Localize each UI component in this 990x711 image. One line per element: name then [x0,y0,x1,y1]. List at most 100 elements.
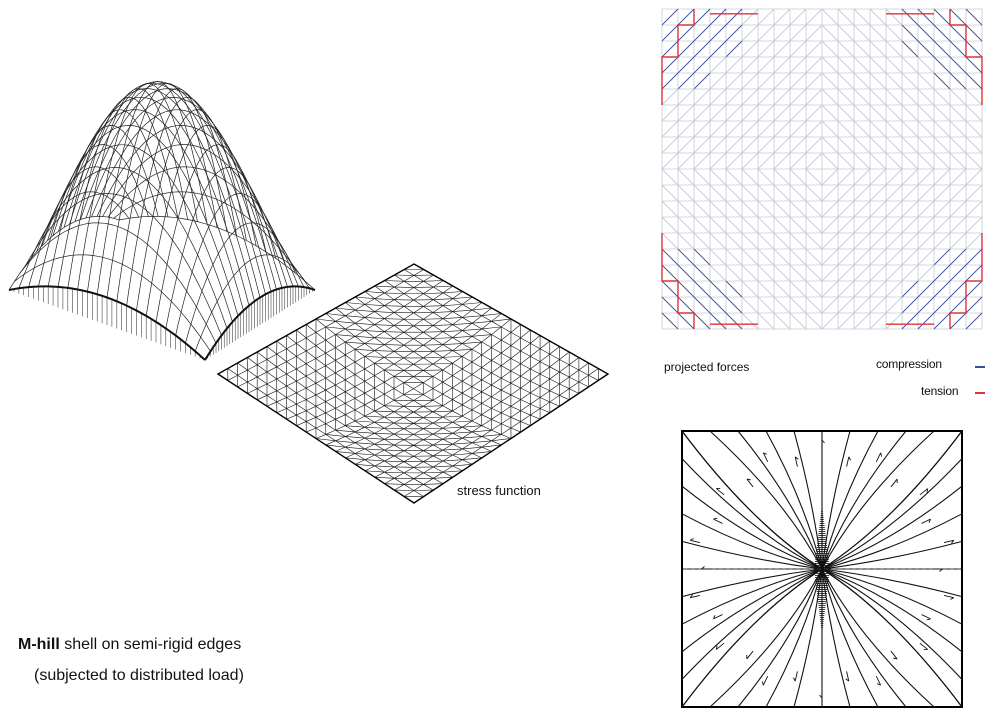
mesh-edge [481,446,492,452]
force-diagonal [917,72,935,90]
force-diagonal [933,56,951,74]
mesh-diagonal [374,443,395,446]
streamline [821,458,963,570]
mesh-diagonal [335,429,356,433]
mesh-edge [305,394,317,400]
mesh-edge [403,299,414,307]
mesh-edge [452,368,463,376]
force-diagonal [965,312,983,330]
mesh-edge [364,343,375,351]
mesh-edge [491,407,502,414]
force-diagonal [853,8,871,26]
mesh-edge [549,346,560,355]
force-diagonal [837,216,855,234]
mesh-diagonal [325,434,346,437]
mesh-edge [325,419,336,425]
hatch-mark [817,543,827,544]
force-diagonal [885,8,903,26]
mesh-edge [384,280,395,288]
mesh-edge [452,410,463,417]
mesh-diagonal [433,324,453,326]
mesh-edge [364,454,375,461]
mesh-edge [471,414,482,422]
mesh-edge [393,382,404,389]
mesh-edge [335,396,346,404]
force-diagonal [949,184,967,202]
force-diagonal [805,264,823,282]
force-diagonal [821,88,839,106]
mesh-edge [413,467,424,474]
mesh-diagonal [452,442,473,445]
force-diagonal [821,184,839,202]
mesh-edge [442,381,453,389]
mesh-edge [588,368,599,376]
mesh-edge [305,363,317,372]
mesh-edge [432,388,443,395]
force-diagonal [693,296,711,314]
flow-arrow [689,594,701,599]
mesh-edge [471,391,482,399]
mesh-edge [471,315,483,324]
mesh-edge [539,361,550,368]
force-diagonal [853,168,871,186]
mesh-edge [530,414,541,420]
force-diagonal [869,72,887,90]
mesh-edge [520,387,531,394]
mesh-edge [325,313,336,322]
force-diagonal [837,312,855,330]
mesh-edge [403,293,414,301]
mesh-edge [345,361,356,368]
force-diagonal [741,168,759,186]
mesh-diagonal [345,302,365,305]
mesh-edge [462,368,473,375]
force-diagonal [917,168,935,186]
force-diagonal [885,248,903,266]
mesh-edge [510,382,521,389]
force-diagonal [805,168,823,186]
mesh-edge [354,426,365,433]
mesh-edge [442,344,453,351]
mesh-edge [374,311,385,319]
mesh-edge [481,315,492,322]
flow-arrow [921,614,931,621]
mesh-edge [364,421,375,428]
mesh-diagonal [355,336,375,338]
mesh-edge [335,425,346,431]
mesh-edge [442,443,453,451]
force-diagonal [949,232,967,250]
flow-arrows [689,439,955,699]
mesh-edge [549,371,560,380]
mesh-edge [404,269,415,276]
mesh-edge [423,478,434,485]
force-diagonal [837,280,855,298]
mesh-edge [471,336,482,343]
force-diagonal [789,248,807,266]
force-diagonal [789,88,807,106]
mesh-diagonal [452,336,473,338]
mesh-edge [276,378,287,387]
streamline [821,568,851,708]
mesh-edge [432,363,443,371]
hatch-mark [821,627,823,628]
mesh-edge [501,326,512,333]
mesh-edge [393,428,404,435]
force-diagonal [709,104,727,122]
force-diagonal [901,264,919,282]
streamline [821,568,963,680]
mesh-edge [335,372,346,381]
force-diagonal [693,136,711,154]
mesh-edge [306,324,317,333]
mesh-edge [325,326,336,335]
hatch-mark [814,569,830,570]
mesh-edge [345,431,356,437]
dome-grid-line [57,109,169,287]
force-diagonal [757,200,775,218]
mesh-edge [432,318,444,326]
mesh-edge [354,398,365,406]
mesh-edge [315,352,326,359]
mesh-edge [481,328,492,335]
mesh-edge [413,417,424,424]
mesh-diagonal [433,443,453,446]
mesh-diagonal [374,476,395,479]
mesh-diagonal [384,438,404,441]
